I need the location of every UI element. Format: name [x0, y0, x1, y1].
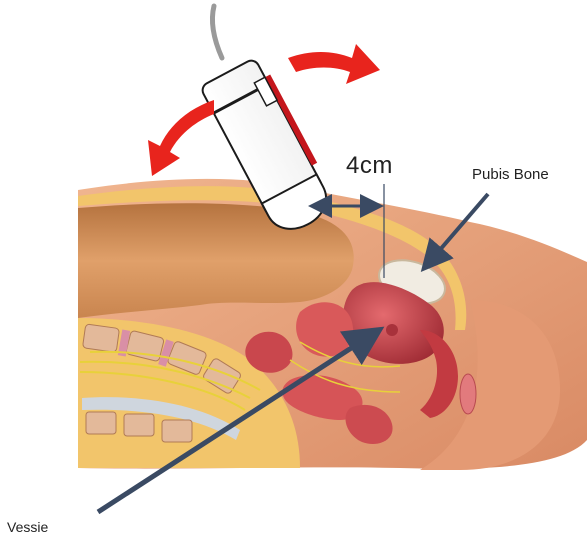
bladder-label: Vessie — [7, 519, 48, 535]
pubis-bone-label: Pubis Bone — [472, 166, 549, 183]
rotate-left-arrow-icon — [148, 100, 214, 176]
distance-label: 4cm — [346, 152, 393, 180]
rotate-right-arrow-icon — [288, 44, 380, 84]
